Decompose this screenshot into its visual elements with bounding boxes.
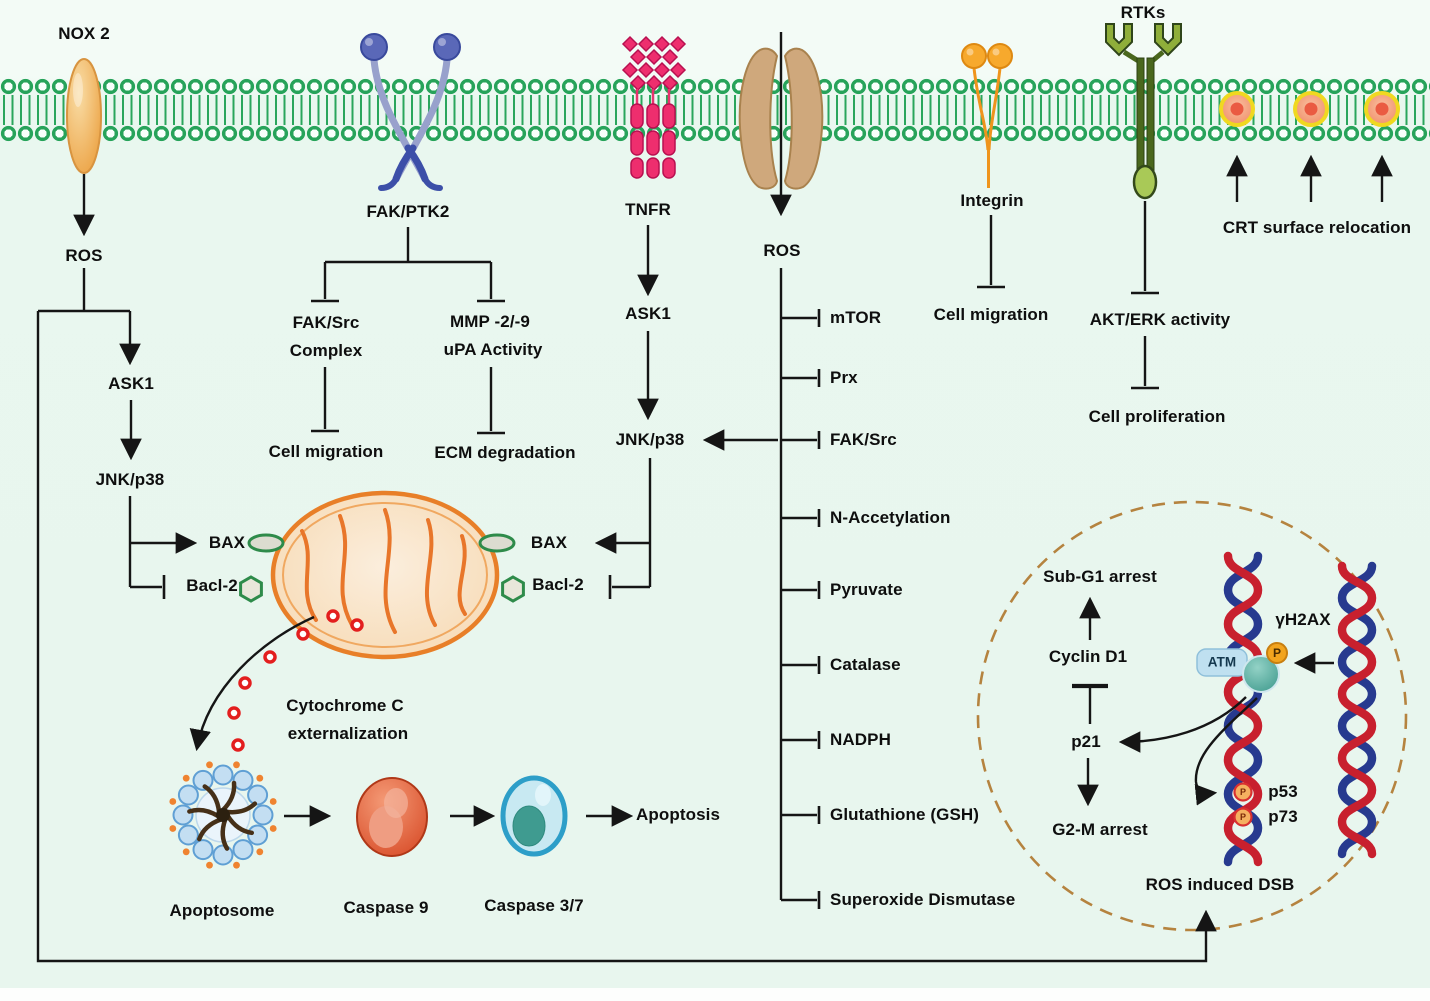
- arrows-layer: [36, 32, 1393, 963]
- label-atm: ATM: [1207, 654, 1237, 670]
- integrin-receptor-icon: [961, 43, 1013, 188]
- dna-helix-right-icon: [1337, 561, 1377, 859]
- label-ros-target-n-acetylation: N-Accetylation: [830, 508, 951, 527]
- label-ros-target-pyruvate: Pyruvate: [830, 580, 903, 599]
- label-jnk-p38-tnfr: JNK/p38: [615, 430, 685, 449]
- label-bacl2-right: Bacl-2: [532, 575, 584, 594]
- label-ros-target-sod: Superoxide Dismutase: [830, 890, 1016, 909]
- label-sub-g1-arrest: Sub-G1 arrest: [1043, 567, 1157, 586]
- atm-badge-icon: [1196, 642, 1288, 693]
- label-ros-target-prx: Prx: [830, 368, 858, 387]
- label-ros-target-gsh: Glutathione (GSH): [830, 805, 980, 824]
- label-cytochrome-line1: Cytochrome C: [286, 696, 404, 715]
- bottom-margin: [0, 988, 1430, 1001]
- label-mmp-line1: MMP -2/-9: [450, 312, 530, 331]
- label-fak-src-line2: Complex: [289, 341, 363, 360]
- nucleus-envelope-icon: [976, 500, 1408, 932]
- caspase37-icon: [500, 775, 568, 857]
- label-p53: p53: [1268, 782, 1298, 801]
- membrane-heads-bottom: [0, 125, 1430, 142]
- apoptosome-icon: [169, 761, 277, 869]
- caspase9-icon: [356, 777, 428, 857]
- label-cell-migration-integrin: Cell migration: [933, 305, 1049, 324]
- label-phospho-p: P: [1272, 646, 1282, 660]
- rtk-receptor-icon: [1105, 23, 1182, 200]
- phospho-circles-icon: [1233, 782, 1253, 827]
- label-p73: p73: [1268, 807, 1298, 826]
- label-mmp-line2: uPA Activity: [443, 340, 543, 359]
- label-caspase37: Caspase 3/7: [484, 896, 584, 915]
- tnfr-receptor-icon: [621, 35, 687, 179]
- ros-channel-icon: [738, 47, 824, 190]
- label-fak-src-line1: FAK/Src: [292, 313, 360, 332]
- label-apoptosome: Apoptosome: [169, 901, 275, 920]
- fak-ptk2-receptor-icon: [360, 33, 461, 191]
- bax-bacl2-icons: [239, 533, 525, 603]
- membrane-tails: [0, 95, 1430, 125]
- label-p21: p21: [1071, 732, 1101, 751]
- nox2-protein-icon: [66, 58, 102, 174]
- label-ros-target-mtor: mTOR: [830, 308, 882, 327]
- cytochrome-c-dots-icon: [227, 609, 364, 752]
- label-p-dot-p73: P: [1239, 812, 1247, 822]
- label-ros-target-fak-src: FAK/Src: [830, 430, 897, 449]
- membrane-heads-top: [0, 78, 1430, 95]
- label-rtks: RTKs: [1120, 3, 1166, 22]
- label-tnfr: TNFR: [625, 200, 671, 219]
- connector-lines-layer: [38, 201, 1147, 902]
- label-g2m-arrest: G2-M arrest: [1052, 820, 1148, 839]
- label-fak-ptk2: FAK/PTK2: [366, 202, 450, 221]
- label-nox2: NOX 2: [58, 24, 110, 43]
- label-cell-proliferation: Cell proliferation: [1088, 407, 1226, 426]
- label-caspase9: Caspase 9: [343, 898, 429, 917]
- label-bacl2-left: Bacl-2: [186, 576, 238, 595]
- label-ros-central: ROS: [763, 241, 801, 260]
- label-ros-induced-dsb: ROS induced DSB: [1145, 875, 1295, 894]
- label-integrin: Integrin: [960, 191, 1024, 210]
- inhibition-bars-layer: [162, 285, 1159, 909]
- label-gamma-h2ax: γH2AX: [1275, 610, 1331, 629]
- label-ros-left: ROS: [65, 246, 103, 265]
- label-ecm-degradation: ECM degradation: [434, 443, 576, 462]
- label-cell-migration-fak: Cell migration: [268, 442, 384, 461]
- label-bax-right: BAX: [530, 533, 568, 552]
- label-akt-erk: AKT/ERK activity: [1089, 310, 1231, 329]
- label-bax-left: BAX: [208, 533, 246, 552]
- label-ros-target-nadph: NADPH: [830, 730, 891, 749]
- label-cyclin-d1: Cyclin D1: [1048, 647, 1128, 666]
- crt-spots-icon: [1219, 91, 1400, 127]
- label-p-dot-p53: P: [1239, 787, 1247, 797]
- label-apoptosis: Apoptosis: [635, 805, 721, 824]
- label-cytochrome-line2: externalization: [287, 724, 409, 743]
- label-ros-target-catalase: Catalase: [830, 655, 901, 674]
- label-ask1-left: ASK1: [108, 374, 154, 393]
- label-jnk-p38-left: JNK/p38: [95, 470, 165, 489]
- label-crt-relocation: CRT surface relocation: [1222, 218, 1412, 237]
- label-ask1-tnfr: ASK1: [625, 304, 671, 323]
